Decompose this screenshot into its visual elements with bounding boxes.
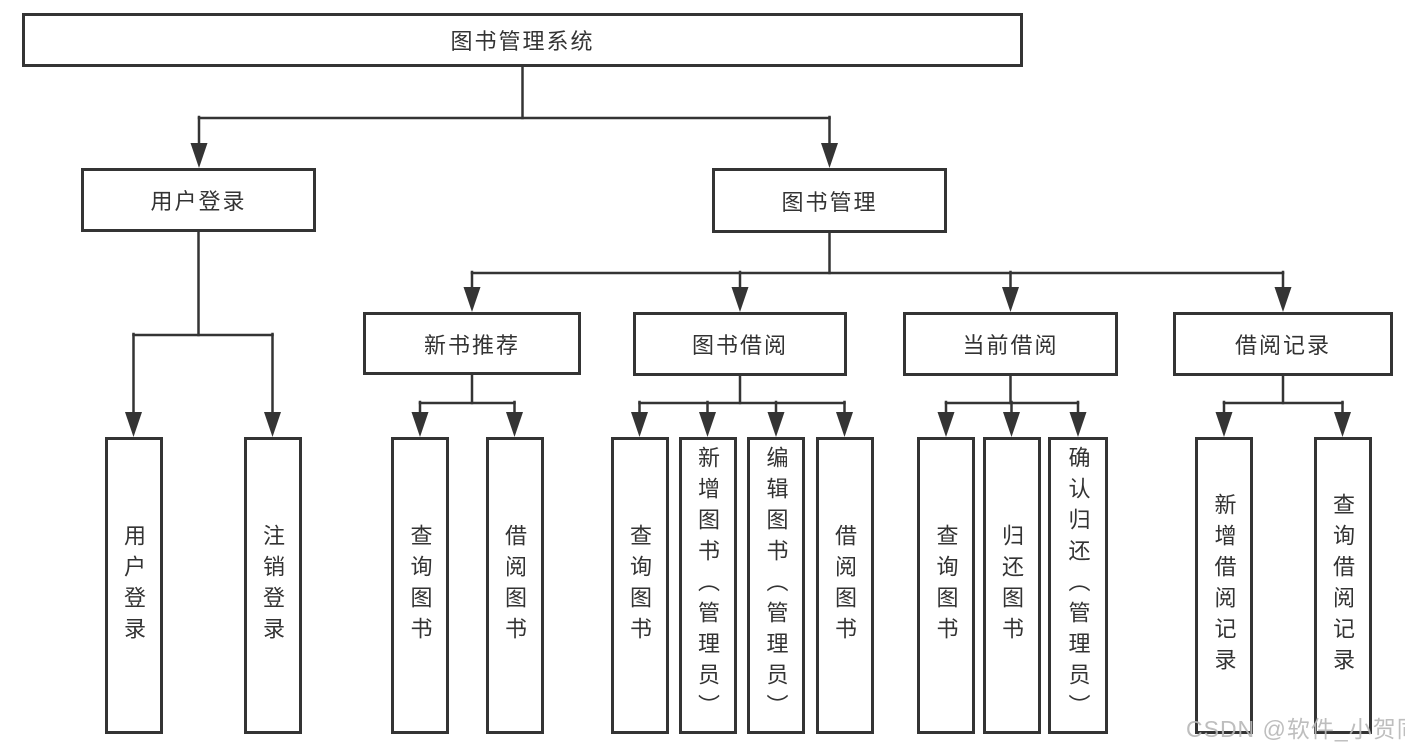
leaf-cb-confirm-return-admin: 确认归还（管理员） (1048, 437, 1108, 734)
node-label: 查询图书 (407, 523, 433, 648)
node-label: 新增图书（管理员） (695, 446, 721, 725)
node-current-borrow: 当前借阅 (903, 312, 1118, 376)
node-label: 图书管理 (781, 189, 878, 215)
node-book-management: 图书管理 (712, 168, 947, 233)
leaf-br-add-record: 新增借阅记录 (1195, 437, 1253, 734)
node-user-login: 用户登录 (81, 168, 316, 232)
leaf-br-query-record: 查询借阅记录 (1313, 437, 1372, 734)
node-borrow-records: 借阅记录 (1173, 312, 1393, 376)
node-book-borrow: 图书借阅 (633, 312, 847, 376)
node-label: 查询图书 (933, 523, 959, 648)
node-label: 借阅图书 (502, 523, 528, 648)
node-label: 编辑图书（管理员） (763, 446, 789, 725)
node-label: 查询借阅记录 (1330, 492, 1356, 679)
arrowheads (125, 143, 1351, 437)
leaf-bb-edit-books-admin: 编辑图书（管理员） (747, 437, 805, 734)
node-label: 当前借阅 (962, 333, 1059, 358)
leaf-bb-add-books-admin: 新增图书（管理员） (678, 437, 737, 734)
csdn-watermark: CSDN @软件_小贺同学 (1186, 716, 1405, 742)
node-label: 图书管理系统 (450, 29, 595, 54)
leaf-bb-borrow-books: 借阅图书 (815, 437, 874, 734)
node-label: 借阅记录 (1234, 333, 1331, 358)
node-label: 查询图书 (627, 523, 653, 648)
leaf-user-login: 用户登录 (104, 437, 163, 734)
node-label: 图书借阅 (691, 333, 788, 358)
node-label: 新书推荐 (423, 332, 520, 358)
node-label: 用户登录 (121, 523, 147, 648)
node-label: 注销登录 (260, 523, 286, 648)
node-new-book-recommend: 新书推荐 (363, 312, 581, 375)
leaf-cb-query-books: 查询图书 (917, 437, 975, 734)
leaf-nb-query-books: 查询图书 (391, 437, 449, 734)
leaf-logout: 注销登录 (243, 437, 302, 734)
node-label: 借阅图书 (832, 523, 858, 648)
node-label: 确认归还（管理员） (1065, 446, 1091, 725)
node-root-library-system: 图书管理系统 (22, 13, 1023, 67)
node-label: 新增借阅记录 (1211, 492, 1237, 679)
leaf-nb-borrow-books: 借阅图书 (485, 437, 544, 734)
leaf-bb-query-books: 查询图书 (610, 437, 669, 734)
node-label: 归还图书 (999, 523, 1025, 648)
node-label: 用户登录 (150, 189, 247, 214)
leaf-cb-return-books: 归还图书 (982, 437, 1041, 734)
